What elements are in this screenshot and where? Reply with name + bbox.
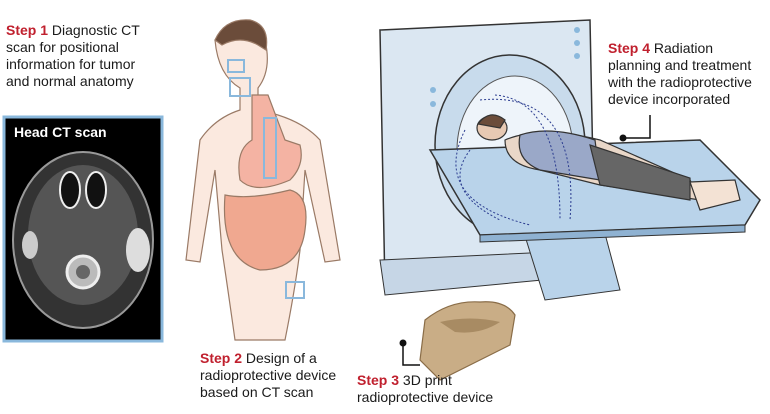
step3-caption: Step 3 3D print radioprotective device	[357, 372, 494, 405]
step2-caption: Step 2 Design of a radioprotective devic…	[200, 350, 337, 400]
patient	[476, 114, 741, 211]
design-regions	[227, 59, 305, 299]
human-figure	[185, 19, 341, 341]
step3-label: Step 3	[357, 372, 400, 388]
treatment-table	[428, 139, 761, 243]
ct-panel-title: Head CT scan	[14, 124, 107, 140]
step4-caption: Step 4 Radiation planning and treatment …	[608, 40, 752, 107]
step2-label: Step 2	[200, 350, 243, 366]
step4-label: Step 4	[608, 40, 651, 56]
radiation-beams	[455, 94, 572, 226]
ct-scan-panel	[2, 115, 164, 343]
radioprotective-device	[419, 301, 516, 381]
step1-caption: Step 1 Diagnostic CT scan for positional…	[6, 22, 140, 89]
leader-lines	[402, 115, 651, 366]
step1-label: Step 1	[6, 22, 49, 38]
